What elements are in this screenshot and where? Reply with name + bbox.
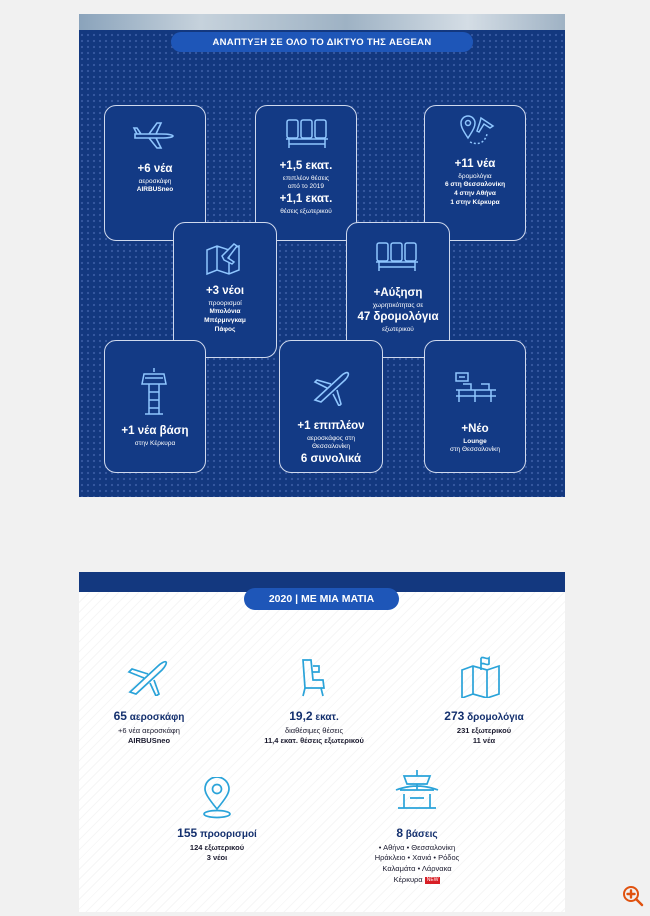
- card-routes-line1: +11 νέα: [454, 158, 496, 170]
- location-pin-icon: [203, 777, 231, 819]
- glance-title: 2020 | ΜΕ ΜΙΑ ΜΑΤΙΑ: [244, 588, 399, 610]
- stat-destinations-line1: 124 εξωτερικού: [189, 842, 245, 852]
- seats-icon: [286, 119, 328, 148]
- seat-icon: [302, 659, 325, 697]
- card-destinations-line5: Πάφος: [214, 325, 236, 333]
- stat-seats-unit: εκατ.: [312, 712, 339, 723]
- card-thess-line3: Θεσσαλονίκη: [311, 443, 351, 451]
- stat-bases-line1: • Αθήνα • Θεσσαλονίκη: [378, 842, 456, 852]
- card-capacity-line4: εξωτερικού: [382, 325, 414, 333]
- airport-base-icon: [395, 770, 439, 809]
- stat-destinations-number: 155: [177, 826, 198, 840]
- card-aircraft-line1: +6 νέα: [137, 163, 173, 175]
- stat-routes: 273 δρομολόγια 231 εξωτερικού 11 νέα: [419, 708, 549, 747]
- stat-destinations-unit: προορισμοί: [197, 829, 257, 840]
- stat-bases-line3: Καλαμάτα • Λάρνακα: [382, 864, 452, 874]
- year-glance-panel: 2020 | ΜΕ ΜΙΑ ΜΑΤΙΑ 65 αεροσκάφη +6 νέα …: [79, 572, 565, 912]
- card-seats-line1: +1,5 εκατ.: [279, 160, 333, 172]
- card-lounge-line2: Lounge: [463, 437, 487, 445]
- stat-routes-number: 273: [444, 709, 465, 723]
- card-destinations-line3: Μπολόνια: [209, 308, 241, 316]
- stat-aircraft-line1: +6 νέα αεροσκάφη: [118, 725, 180, 735]
- stat-bases-line2: Ηράκλειο • Χανιά • Ρόδος: [374, 853, 460, 863]
- card-frame-lounge: [424, 340, 526, 473]
- network-growth-title: ΑΝΑΠΤΥΞΗ ΣΕ ΟΛΟ ΤΟ ΔΙΚΤΥΟ ΤΗΣ AEGEAN: [171, 32, 473, 52]
- card-seats-line3: από το 2019: [287, 183, 325, 191]
- card-routes-line4: 4 στην Αθήνα: [454, 190, 496, 198]
- airplane-icon: [127, 660, 168, 696]
- card-seats-text: +1,5 εκατ. επιπλέον θέσεις από το 2019 +…: [255, 159, 357, 216]
- card-destinations-line4: Μπέρμινγκαμ: [204, 317, 246, 325]
- stat-routes-line2: 11 νέα: [472, 736, 496, 746]
- stat-aircraft-line2: AIRBUSneo: [127, 736, 171, 746]
- route-pin-icon: [460, 115, 495, 145]
- glance-header-band: [79, 572, 565, 592]
- new-badge: NEW: [424, 876, 441, 884]
- card-base-line1: +1 νέα βάση: [121, 425, 189, 437]
- airplane-icon: [132, 122, 174, 149]
- card-seats-line2: επιπλέον θέσεις: [282, 174, 330, 182]
- stat-bases: 8 βάσεις • Αθήνα • Θεσσαλονίκη Ηράκλειο …: [347, 825, 487, 886]
- stat-seats-number: 19,2: [289, 709, 313, 723]
- stat-destinations-line2: 3 νέοι: [206, 853, 228, 863]
- card-lounge-line3: στη Θεσσαλονίκη: [449, 446, 501, 454]
- card-destinations-line2: προορισμοί: [208, 299, 242, 307]
- map-icon: [461, 656, 500, 698]
- card-thessaloniki-aircraft-text: +1 επιπλέον αεροσκάφος στη Θεσσαλονίκη 6…: [279, 419, 383, 468]
- card-base-line2: στην Κέρκυρα: [134, 439, 176, 447]
- stat-routes-unit: δρομολόγια: [464, 712, 524, 723]
- stat-seats-line2: 11,4 εκατ. θέσεις εξωτερικού: [264, 736, 364, 746]
- card-destinations-text: +3 νέοι προορισμοί Μπολόνια Μπέρμινγκαμ …: [173, 284, 277, 335]
- network-growth-panel: ΑΝΑΠΤΥΞΗ ΣΕ ΟΛΟ ΤΟ ΔΙΚΤΥΟ ΤΗΣ AEGEAN: [79, 14, 565, 497]
- stat-aircraft: 65 αεροσκάφη +6 νέα αεροσκάφη AIRBUSneo: [89, 708, 209, 747]
- card-capacity-text: +Αύξηση χωρητικότητας σε 47 δρομολόγια ε…: [346, 286, 450, 335]
- stat-aircraft-unit: αεροσκάφη: [126, 712, 185, 723]
- card-thess-line2: αεροσκάφος στη: [307, 434, 355, 442]
- card-seats-line5: θέσεις εξωτερικού: [280, 207, 332, 215]
- stat-seats-line1: διαθέσιμες θέσεις: [284, 725, 344, 735]
- stat-aircraft-number: 65: [113, 709, 127, 723]
- card-lounge-line1: +Νέο: [461, 423, 489, 435]
- card-thess-line4: 6 συνολικά: [300, 453, 362, 466]
- stat-bases-line4: Κέρκυρα: [393, 875, 423, 885]
- card-frame-base: [104, 340, 206, 473]
- card-base-text: +1 νέα βάση στην Κέρκυρα: [104, 424, 206, 448]
- airplane-icon: [313, 371, 350, 406]
- lounge-icon: [455, 372, 496, 402]
- stat-routes-line1: 231 εξωτερικού: [456, 725, 512, 735]
- card-frame-capacity: [346, 222, 450, 358]
- stat-bases-number: 8: [396, 826, 404, 840]
- card-routes-text: +11 νέα δρομολόγια 6 στη Θεσσαλονίκη 4 σ…: [424, 157, 526, 208]
- card-frame-routes: [424, 105, 526, 241]
- card-destinations-line1: +3 νέοι: [205, 285, 245, 297]
- card-frame-aircraft: [104, 105, 206, 241]
- sky-strip: [79, 14, 565, 30]
- card-aircraft-line2: αεροσκάφη: [138, 177, 172, 185]
- card-frame-seats: [255, 105, 357, 241]
- card-aircraft-text: +6 νέα αεροσκάφη AIRBUSneo: [104, 162, 206, 195]
- map-plane-icon: [206, 243, 240, 276]
- stat-destinations: 155 προορισμοί 124 εξωτερικού 3 νέοι: [157, 825, 277, 864]
- card-capacity-line3: 47 δρομολόγια: [357, 311, 439, 324]
- card-capacity-line1: +Αύξηση: [373, 287, 423, 299]
- seats-icon: [376, 242, 418, 271]
- zoom-in-icon[interactable]: [621, 884, 645, 908]
- stat-bases-unit: βάσεις: [403, 829, 438, 840]
- card-routes-line5: 1 στην Κέρκυρα: [450, 198, 500, 206]
- card-routes-line3: 6 στη Θεσσαλονίκη: [444, 181, 506, 189]
- card-frame-destinations: [173, 222, 277, 358]
- card-capacity-line2: χωρητικότητας σε: [372, 301, 424, 309]
- card-routes-line2: δρομολόγια: [458, 172, 492, 180]
- control-tower-icon: [141, 368, 167, 415]
- card-aircraft-line3: AIRBUSneo: [136, 186, 174, 194]
- card-lounge-text: +Νέο Lounge στη Θεσσαλονίκη: [424, 422, 526, 455]
- card-frame-thessaloniki-aircraft: [279, 340, 383, 473]
- card-seats-line4: +1,1 εκατ.: [279, 193, 333, 206]
- stat-seats: 19,2 εκατ. διαθέσιμες θέσεις 11,4 εκατ. …: [239, 708, 389, 747]
- card-thess-line1: +1 επιπλέον: [297, 420, 365, 432]
